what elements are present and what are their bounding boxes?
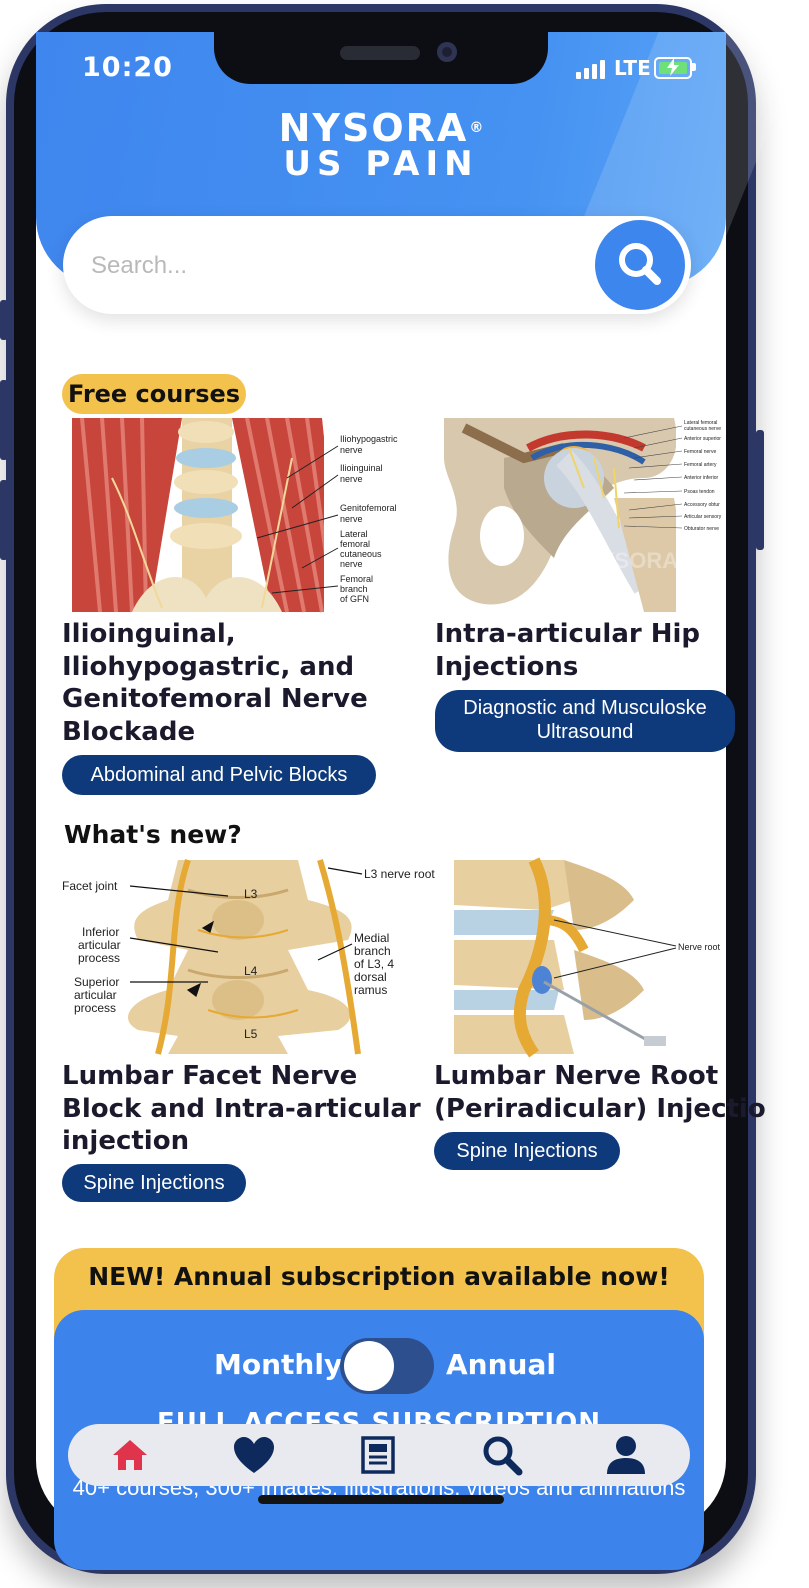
svg-text:branch: branch	[354, 944, 391, 958]
whats-new-title: What's new?	[64, 820, 242, 849]
svg-text:NYSORA: NYSORA	[584, 548, 678, 573]
svg-text:ramus: ramus	[354, 983, 387, 997]
svg-text:Iliohypogastric: Iliohypogastric	[340, 434, 398, 444]
course-category-tag[interactable]: Spine Injections	[62, 1164, 246, 1202]
search-icon	[483, 1436, 523, 1476]
tab-search[interactable]	[440, 1424, 564, 1486]
front-camera	[437, 42, 457, 62]
svg-text:branch: branch	[340, 584, 368, 594]
svg-text:L3: L3	[244, 887, 258, 901]
svg-text:process: process	[78, 951, 120, 965]
subscription-banner-text: NEW! Annual subscription available now!	[88, 1262, 670, 1291]
network-label: LTE	[614, 56, 651, 80]
svg-text:process: process	[74, 1001, 116, 1015]
svg-text:Anterior inferior: Anterior inferior	[684, 475, 719, 481]
svg-text:femoral: femoral	[340, 539, 370, 549]
svg-text:L5: L5	[244, 1027, 258, 1041]
svg-text:cutaneous nerve: cutaneous nerve	[684, 426, 721, 432]
course-card-title[interactable]: Ilioinguinal, Iliohypogastric, and Genit…	[62, 619, 368, 747]
toggle-label-annual[interactable]: Annual	[446, 1348, 556, 1381]
phone-volume-up	[0, 380, 8, 460]
search-button[interactable]	[595, 220, 685, 310]
svg-text:Genitofemoral: Genitofemoral	[340, 503, 397, 513]
toggle-knob	[344, 1341, 394, 1391]
svg-text:of L3, 4: of L3, 4	[354, 957, 394, 971]
tab-favorites[interactable]	[192, 1424, 316, 1486]
course-category-tag[interactable]: Spine Injections	[434, 1132, 620, 1170]
bottom-tab-bar	[68, 1424, 690, 1486]
svg-text:Superior: Superior	[74, 975, 119, 989]
status-time: 10:20	[82, 52, 173, 83]
svg-text:Articular sensory: Articular sensory	[684, 514, 722, 520]
svg-text:of GFN: of GFN	[340, 594, 369, 604]
svg-text:cutaneous: cutaneous	[340, 549, 382, 559]
course-category-tag[interactable]: Diagnostic and Musculoske Ultrasound	[435, 690, 735, 752]
svg-text:Femoral: Femoral	[340, 574, 373, 584]
svg-text:Lateral: Lateral	[340, 529, 368, 539]
home-indicator	[258, 1495, 504, 1504]
svg-text:Femoral nerve: Femoral nerve	[684, 449, 716, 455]
heart-icon	[234, 1437, 274, 1473]
free-courses-badge: Free courses	[62, 374, 246, 414]
search-bar	[63, 216, 691, 314]
search-input[interactable]	[89, 244, 573, 288]
svg-text:Psoas tendon: Psoas tendon	[684, 489, 715, 495]
course-card-title[interactable]: Lumbar Nerve Root (Periradicular) Inject…	[434, 1061, 766, 1124]
news-icon	[361, 1436, 395, 1474]
svg-text:nerve: nerve	[340, 514, 363, 524]
svg-text:nerve: nerve	[340, 559, 363, 569]
svg-text:Anterior superior: Anterior superior	[684, 436, 721, 442]
phone-power-button	[756, 430, 764, 550]
battery-icon	[654, 57, 692, 79]
svg-text:dorsal: dorsal	[354, 970, 387, 984]
phone-volume-down	[0, 480, 8, 560]
svg-text:Femoral artery: Femoral artery	[684, 462, 717, 468]
svg-text:Medial: Medial	[354, 931, 389, 945]
svg-text:articular: articular	[74, 988, 117, 1002]
phone-notch	[214, 32, 548, 84]
course-card-title[interactable]: Intra-articular Hip Injections	[435, 619, 701, 682]
svg-text:Ilioinguinal: Ilioinguinal	[340, 463, 383, 473]
svg-text:L3 nerve root: L3 nerve root	[364, 867, 435, 881]
svg-text:articular: articular	[78, 938, 121, 952]
search-icon	[619, 243, 661, 285]
tab-profile[interactable]	[564, 1424, 688, 1486]
toggle-label-monthly[interactable]: Monthly	[214, 1348, 343, 1381]
svg-text:Obturator nerve: Obturator nerve	[684, 526, 719, 532]
home-icon	[113, 1440, 147, 1470]
app-logo: NYSORA® US PAIN	[278, 106, 484, 184]
svg-text:Lateral femoral: Lateral femoral	[684, 420, 717, 426]
course-category-tag[interactable]: Abdominal and Pelvic Blocks	[62, 755, 376, 795]
course-card-image[interactable]: Nerve root	[444, 857, 726, 1058]
tab-home[interactable]	[68, 1424, 192, 1486]
profile-icon	[607, 1436, 645, 1474]
svg-text:nerve: nerve	[340, 474, 363, 484]
svg-text:L4: L4	[244, 964, 258, 978]
svg-text:nerve: nerve	[340, 445, 363, 455]
svg-text:Facet joint: Facet joint	[62, 879, 118, 893]
phone-mute-switch	[0, 300, 8, 340]
svg-text:Inferior: Inferior	[82, 925, 119, 939]
tab-news[interactable]	[316, 1424, 440, 1486]
billing-period-toggle[interactable]	[340, 1338, 434, 1394]
course-card-title[interactable]: Lumbar Facet Nerve Block and Intra-artic…	[62, 1061, 421, 1156]
signal-icon	[576, 60, 605, 79]
svg-text:Nerve root: Nerve root	[678, 942, 721, 952]
app-screen: 10:20 LTE NYSORA® US PAIN Free courses	[36, 32, 809, 1570]
svg-text:Accessory obtur: Accessory obtur	[684, 502, 720, 508]
